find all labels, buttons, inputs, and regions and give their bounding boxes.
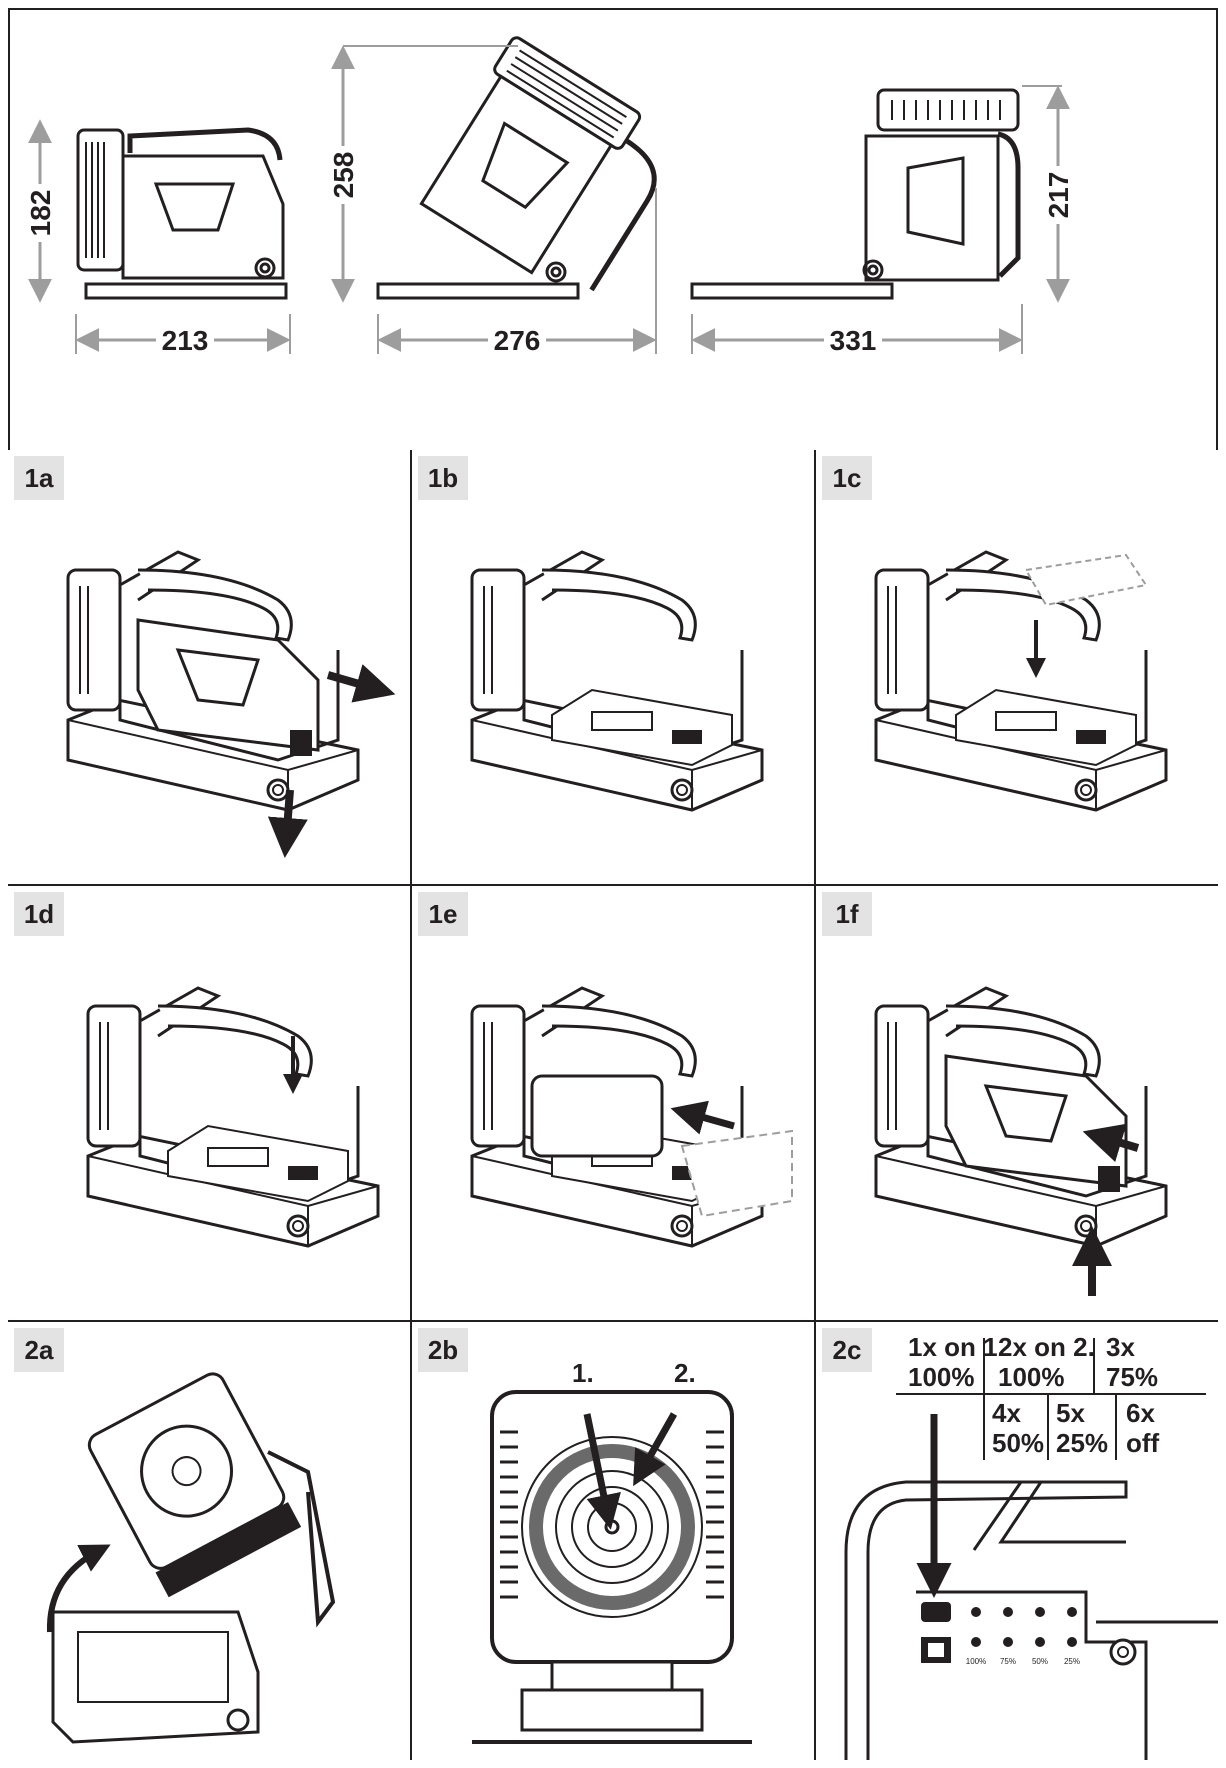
height-dimension-2: 258 [328,45,518,303]
step-1d-illustration [86,986,380,1248]
light-tilted-view [376,36,657,300]
step-label-1d: 1d [14,892,64,936]
battery-pack-icon [530,1074,664,1158]
height-label-3: 217 [1043,172,1074,219]
slide-arrow-icon [670,1100,735,1135]
step-panel-2c: 2c 100% 75% 50% [816,1322,1218,1760]
indicator-label-25: 25% [1064,1657,1080,1666]
step-panel-1c: 1c [816,450,1218,886]
step-2b-illustration [472,1390,752,1744]
height-dimension-3: 217 [1022,85,1074,303]
mode-button-icon [921,1602,951,1622]
step-1c-illustration [874,550,1168,812]
step-label-2a: 2a [14,1328,64,1372]
lamp-body [844,1480,1128,1760]
step-panel-2a: 2a [8,1322,412,1760]
step-label-1f: 1f [822,892,872,936]
step-panel-1f: 1f [816,886,1218,1322]
step-panel-1e: 1e [412,886,816,1322]
indicator-label-50: 50% [1032,1657,1048,1666]
width-label-3: 331 [830,325,877,356]
step-label-1a: 1a [14,456,64,500]
step-label-1e: 1e [418,892,468,936]
step-1a-illustration [66,550,396,858]
pointer-2-label: 2. [674,1358,696,1388]
step-1b-illustration [470,550,764,812]
width-dimension-1: 213 [75,314,291,358]
step-label-2c: 2c [822,1328,872,1372]
pointer-1-arrow-icon [583,1413,621,1530]
close-arrow-icon [1082,1123,1140,1163]
height-label-1: 182 [25,190,56,237]
adapter-plate-icon [1024,553,1148,607]
press-1-label: 1x on 1.100% [908,1332,1005,1392]
width-dimension-2: 276 [377,188,657,358]
led-ring [529,1444,695,1610]
center-button [604,1519,620,1535]
step-panel-1d: 1d [8,886,412,1322]
rotate-arrow-icon [46,1544,111,1633]
pointer-2-arrow-icon [633,1412,678,1487]
height-dimension-1: 182 [25,119,56,303]
step-label-2b: 2b [418,1328,468,1372]
width-label-1: 213 [162,325,209,356]
dimensions-section: 182 213 [8,8,1218,452]
steps-grid: 1a 1b 1c 1d 1e [8,450,1218,1760]
step-panel-1a: 1a [8,450,412,886]
step-2c-illustration: 100% 75% 50% 25% [844,1338,1218,1760]
step-panel-2b: 2b [412,1322,816,1760]
step-panel-1b: 1b [412,450,816,886]
press-arrow-icon [267,789,308,858]
step-label-1c: 1c [822,456,872,500]
indicator-label-100: 100% [966,1657,986,1666]
battery-ghost-icon [680,1129,793,1218]
step-1f-illustration [874,986,1168,1296]
step-label-1b: 1b [418,456,468,500]
light-upright-view [690,88,1021,300]
width-dimension-3: 331 [691,304,1023,358]
stand-base [51,1610,260,1744]
press-2-label: 2x on 2.100% [998,1332,1095,1392]
handle [267,1450,336,1628]
dimensions-drawing: 182 213 [25,36,1074,358]
height-label-2: 258 [328,152,359,199]
indicator-label-75: 75% [1000,1657,1016,1666]
pull-arrow-icon [326,664,396,703]
pointer-1-label: 1. [572,1358,594,1388]
status-indicators [971,1607,1077,1647]
light-side-view [76,127,288,300]
width-label-2: 276 [494,325,541,356]
step-1e-illustration [470,986,793,1248]
step-2a-illustration [46,1372,336,1744]
